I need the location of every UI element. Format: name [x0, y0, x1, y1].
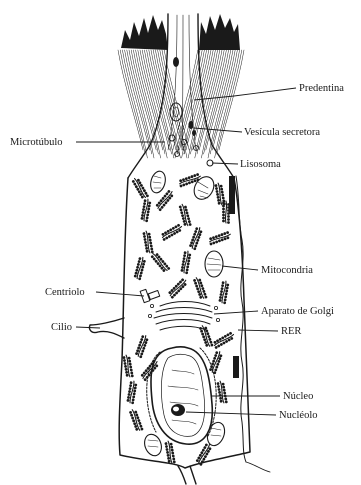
predentin-fiber — [125, 50, 150, 150]
predentin-fiber — [120, 50, 145, 154]
rer-strand — [168, 278, 189, 299]
label-nucleolo: Nucléolo — [279, 410, 318, 421]
label-predentina: Predentina — [299, 83, 344, 94]
predentin-fringe — [121, 14, 240, 50]
predentin-fiber — [158, 50, 183, 150]
rer-strand — [178, 173, 201, 187]
rer-strand — [193, 277, 207, 300]
predentin-fiber — [147, 50, 172, 154]
label-cilio: Cilio — [51, 322, 72, 333]
predentin-fiber — [212, 50, 237, 150]
rer-strand — [140, 359, 160, 381]
rer-strand — [134, 256, 146, 279]
rer-strand — [123, 355, 134, 378]
predentin-fiber — [210, 50, 235, 154]
predentin-fiber — [127, 50, 152, 154]
label-rer: RER — [281, 326, 301, 337]
predentin-fiber — [138, 50, 163, 150]
rer-strand — [127, 381, 138, 404]
label-vesicula-secretora: Vesícula secretora — [244, 127, 320, 138]
label-aparato-golgi: Aparato de Golgi — [261, 306, 334, 317]
label-nucleo: Núcleo — [283, 391, 313, 402]
rer-strand — [160, 224, 183, 241]
rer-strand — [219, 281, 230, 304]
label-microtubulo: Microtúbulo — [10, 137, 63, 148]
rer-strand — [181, 251, 192, 274]
rer-strand — [141, 199, 152, 222]
predentin-fiber — [184, 50, 209, 154]
predentin-fiber — [217, 50, 242, 154]
rer-strand — [189, 227, 203, 250]
label-centriolo: Centriolo — [45, 287, 85, 298]
label-lisosoma: Lisosoma — [240, 159, 281, 170]
predentin-fiber — [206, 50, 231, 150]
label-mitocondria: Mitocondria — [261, 265, 313, 276]
predentin-fiber — [118, 50, 143, 150]
rer-strand — [129, 409, 143, 432]
rer-strand — [179, 203, 191, 226]
predentin-fiber — [160, 50, 185, 154]
predentin-fiber — [219, 50, 244, 150]
rer-strand — [143, 231, 154, 254]
rer-strand — [135, 335, 149, 358]
rer-strand — [150, 251, 170, 273]
golgi-stack — [148, 302, 219, 331]
rer-strand — [212, 332, 235, 349]
rer-strand — [215, 183, 226, 206]
predentin-fiber — [133, 50, 158, 154]
predentin-fiber — [204, 50, 229, 154]
rer-strand — [208, 231, 231, 245]
rer-strand — [132, 177, 149, 200]
predentin-fiber — [144, 50, 169, 150]
rer-strand — [165, 441, 176, 464]
predentin-fiber — [131, 50, 156, 150]
rer-strand — [217, 381, 228, 404]
rer-strand — [209, 351, 223, 374]
predentin-fiber — [215, 50, 240, 158]
